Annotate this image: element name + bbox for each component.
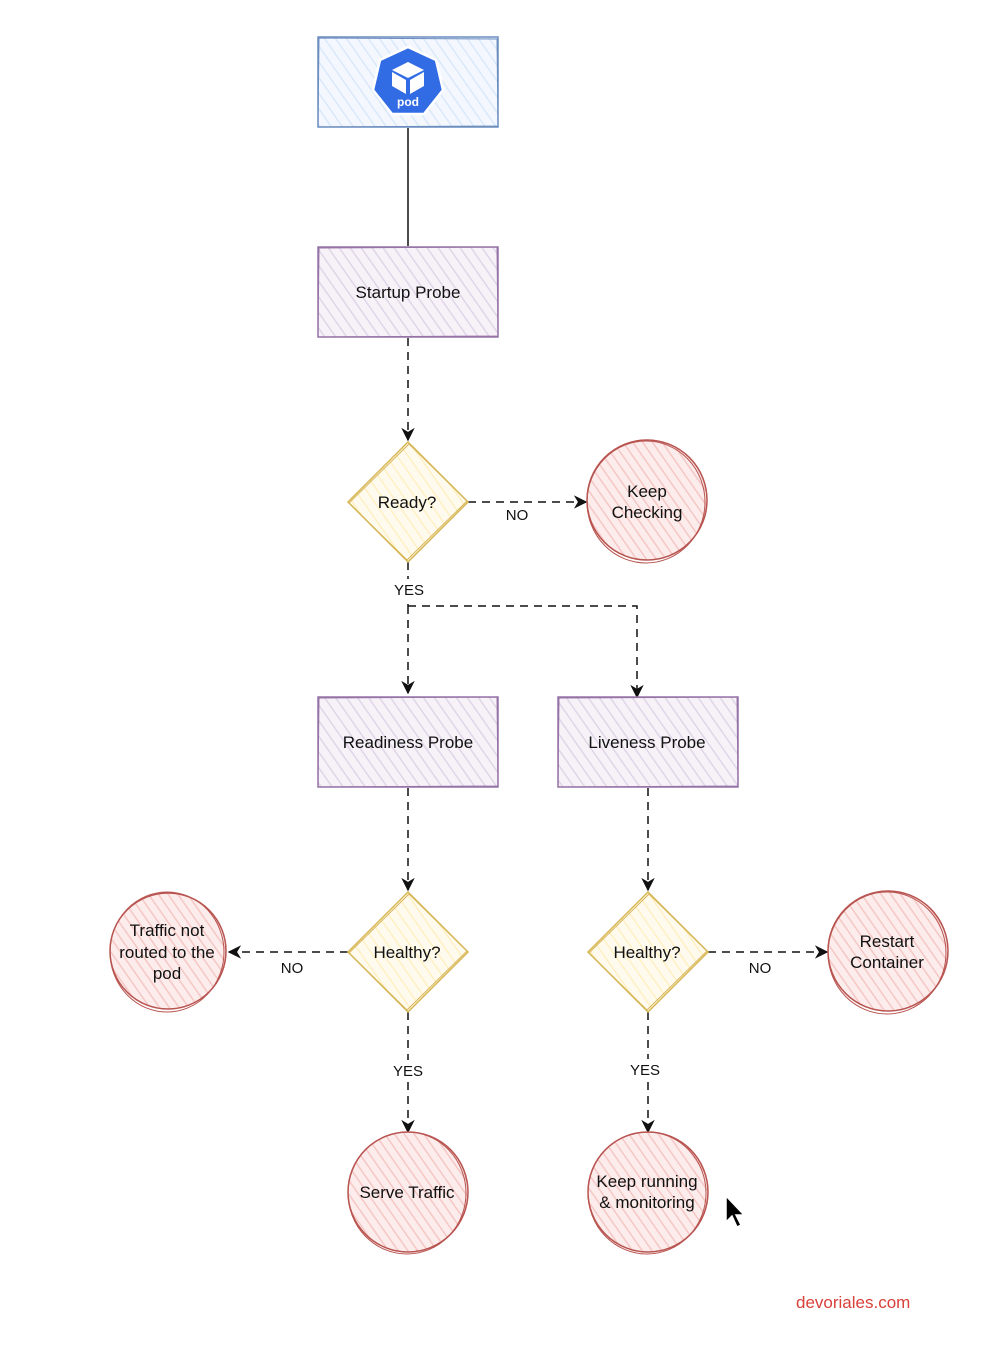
startup-probe-label: Startup Probe bbox=[356, 283, 461, 302]
edge-label-readiness-yes: YES bbox=[393, 1063, 423, 1080]
traffic-not-routed-line2: routed to the bbox=[119, 943, 214, 962]
edge-ready-yes-to-liveness bbox=[408, 605, 644, 699]
edge-label-readiness-no: NO bbox=[281, 960, 304, 977]
edge-label-liveness-yes: YES bbox=[630, 1062, 660, 1079]
startup-probe-node[interactable]: Startup Probe bbox=[317, 246, 499, 338]
keep-running-node[interactable]: Keep running & monitoring bbox=[587, 1131, 709, 1255]
serve-traffic-label: Serve Traffic bbox=[359, 1183, 455, 1202]
restart-container-line2: Container bbox=[850, 953, 924, 972]
restart-container-line1: Restart bbox=[860, 932, 915, 951]
mouse-cursor-icon bbox=[725, 1194, 746, 1229]
keep-running-line1: Keep running bbox=[596, 1172, 697, 1191]
keep-checking-label-line2: Checking bbox=[612, 503, 683, 522]
edge-label-ready-yes: YES bbox=[394, 582, 424, 599]
liveness-healthy-label: Healthy? bbox=[613, 943, 680, 962]
kubernetes-pod-icon: pod bbox=[371, 45, 445, 116]
liveness-healthy-decision-node[interactable]: Healthy? bbox=[586, 890, 710, 1014]
restart-container-node[interactable]: Restart Container bbox=[827, 890, 949, 1015]
readiness-probe-node[interactable]: Readiness Probe bbox=[317, 696, 499, 788]
liveness-probe-node[interactable]: Liveness Probe bbox=[557, 696, 739, 788]
readiness-healthy-label: Healthy? bbox=[373, 943, 440, 962]
readiness-healthy-decision-node[interactable]: Healthy? bbox=[346, 890, 470, 1014]
traffic-not-routed-line1: Traffic not bbox=[130, 921, 205, 940]
edge-label-liveness-no: NO bbox=[749, 960, 772, 977]
traffic-not-routed-node[interactable]: Traffic not routed to the pod bbox=[109, 891, 227, 1013]
liveness-probe-label: Liveness Probe bbox=[588, 733, 705, 752]
watermark-text: devoriales.com bbox=[796, 1293, 911, 1312]
pod-node[interactable]: pod bbox=[317, 36, 499, 128]
pod-icon-label: pod bbox=[397, 95, 419, 109]
ready-decision-node[interactable]: Ready? bbox=[346, 440, 470, 564]
readiness-probe-label: Readiness Probe bbox=[343, 733, 473, 752]
keep-checking-node[interactable]: Keep Checking bbox=[586, 439, 708, 564]
serve-traffic-node[interactable]: Serve Traffic bbox=[347, 1131, 469, 1255]
keep-running-line2: & monitoring bbox=[599, 1193, 694, 1212]
edge-label-ready-no: NO bbox=[506, 507, 529, 524]
ready-decision-label: Ready? bbox=[378, 493, 437, 512]
traffic-not-routed-line3: pod bbox=[153, 964, 181, 983]
keep-checking-label-line1: Keep bbox=[627, 482, 667, 501]
